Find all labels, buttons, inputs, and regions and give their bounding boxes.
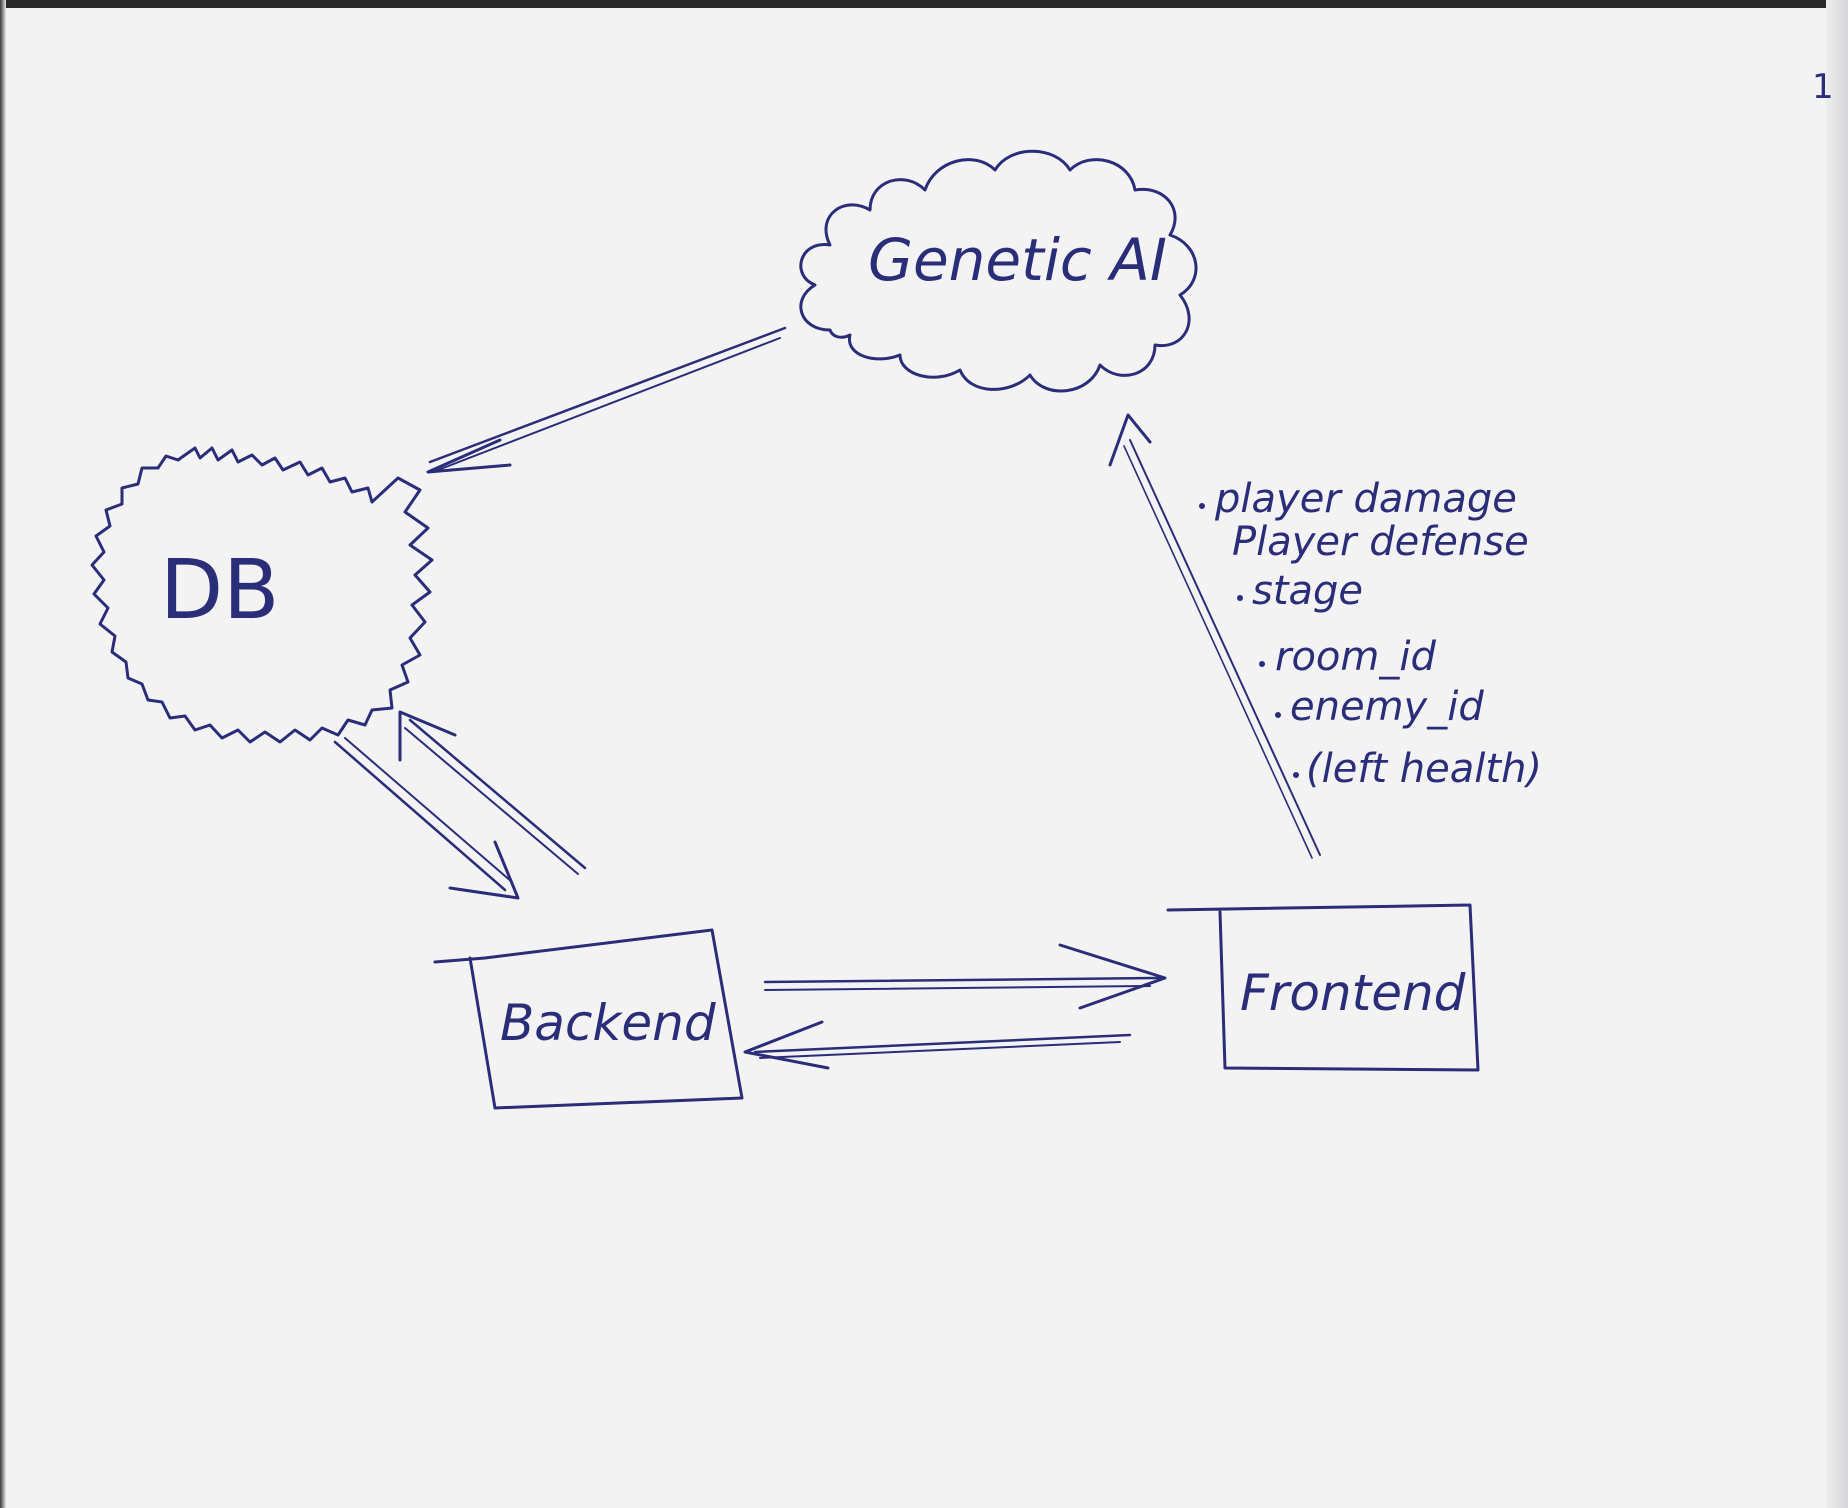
metric-player-defense: Player defense [1232, 519, 1529, 565]
metric-left-health: (left health) [1306, 746, 1542, 792]
db-node: DB [90, 446, 434, 744]
backend-label: Backend [500, 994, 716, 1052]
metrics-list: player damage Player defense stage room_… [1199, 476, 1542, 792]
arrow-frontend-to-backend [743, 1020, 1132, 1070]
arrow-backend-to-db [398, 710, 587, 875]
metric-bullet-icon [1293, 772, 1299, 778]
genetic-ai-node: Genetic AI [799, 149, 1198, 393]
metric-room-id: room_id [1275, 634, 1436, 680]
backend-node: Backend [433, 928, 744, 1110]
paper-edge-left [0, 0, 6, 1508]
arrow-ai-to-db [426, 326, 787, 474]
arrow-backend-to-frontend [763, 943, 1167, 1010]
genetic-ai-cloud-shape [799, 149, 1198, 393]
paper-edge-right [1826, 0, 1848, 1508]
frontend-box-shape [1166, 903, 1480, 1072]
metric-bullet-icon [1259, 661, 1265, 667]
metric-enemy-id: enemy_id [1290, 684, 1484, 730]
backend-box-shape [433, 928, 744, 1110]
paper-edge-top [0, 0, 1848, 8]
metric-player-damage: player damage [1214, 476, 1517, 522]
arrow-frontend-to-ai [1108, 413, 1321, 859]
db-label: DB [160, 543, 279, 638]
page-corner-mark: 1 [1812, 67, 1834, 107]
genetic-ai-label: Genetic AI [868, 226, 1167, 294]
metric-bullet-icon [1199, 503, 1205, 509]
frontend-node: Frontend [1166, 903, 1480, 1072]
metric-stage: stage [1252, 568, 1363, 614]
arrow-db-to-backend [333, 737, 520, 900]
metric-bullet-icon [1237, 595, 1243, 601]
metric-bullet-icon [1275, 712, 1281, 718]
db-cloud-shape [90, 446, 434, 744]
frontend-label: Frontend [1240, 964, 1466, 1022]
